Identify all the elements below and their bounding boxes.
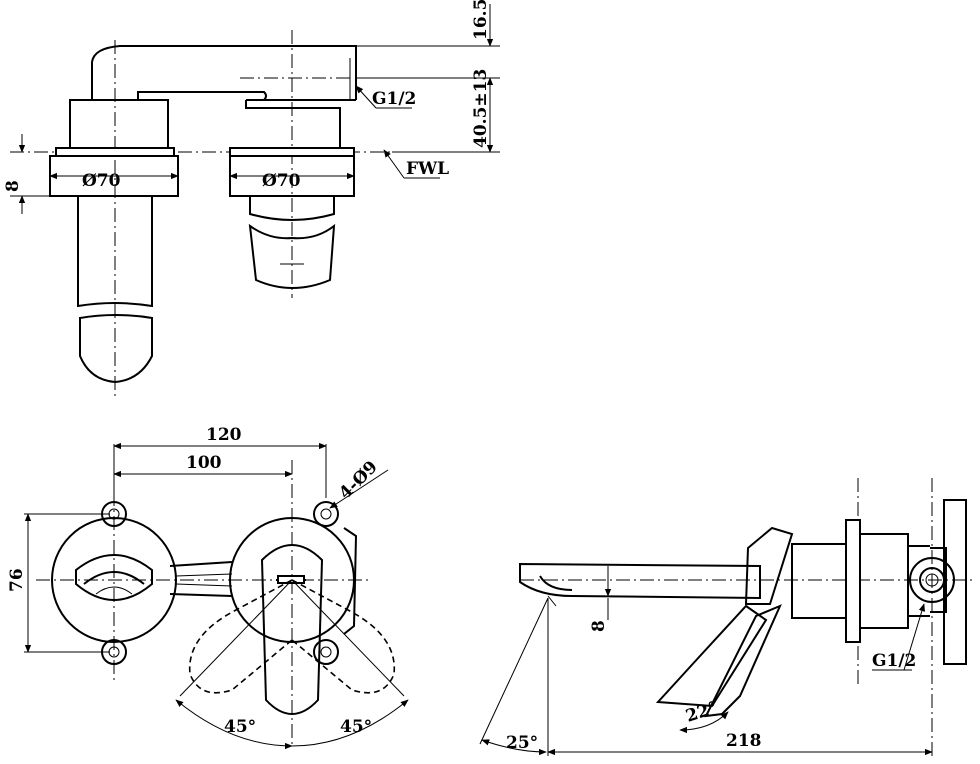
fwl-label: FWL [406, 159, 449, 179]
dim-16-5-label: 16.5 [471, 0, 491, 40]
side-elevation-view: 8 22° 25° 218 G1/2 [479, 478, 976, 756]
dim-8-top-label: 8 [3, 180, 23, 192]
holes-label: 4-Ø9 [335, 457, 381, 503]
thread-top-label: G1/2 [372, 89, 416, 109]
dim-218-label: 218 [726, 731, 762, 751]
dim-120-label: 120 [206, 425, 242, 445]
dia-right-label: Ø70 [262, 171, 301, 191]
dim-40-5-label: 40.5±13 [471, 69, 491, 148]
front-elevation-view: 16.5 40.5±13 G1/2 FWL 8 Ø70 Ø70 [3, 0, 500, 398]
angle-25-label: 25° [506, 733, 538, 753]
angle-right-label: 45° [340, 717, 372, 737]
dim-100-label: 100 [186, 453, 222, 473]
thread-side-label: G1/2 [872, 651, 916, 671]
dim-8-side-label: 8 [589, 620, 609, 632]
dia-left-label: Ø70 [82, 171, 121, 191]
dim-76-label: 76 [7, 568, 27, 592]
angle-left-label: 45° [224, 717, 256, 737]
plan-view: 120 100 76 [7, 425, 409, 750]
